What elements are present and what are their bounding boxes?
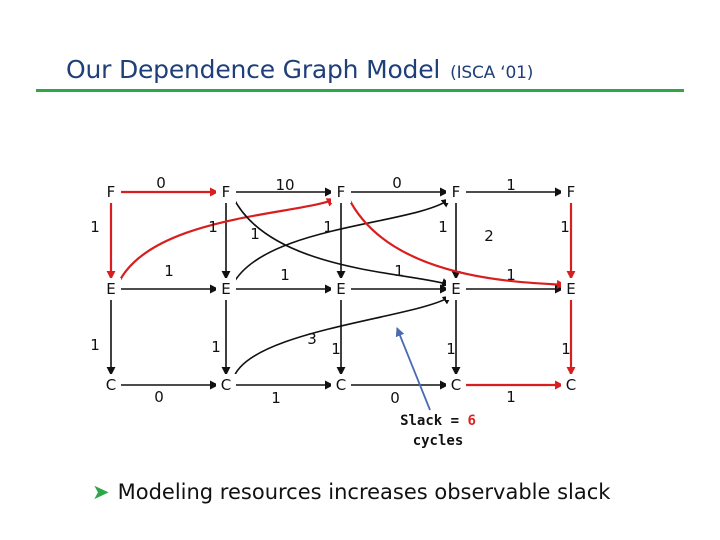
node-f4: F xyxy=(446,181,466,203)
node-c5: C xyxy=(561,374,581,396)
label-cc-1: 0 xyxy=(154,388,164,406)
label-cc-4: 1 xyxy=(506,388,516,406)
c-nodes: C C C C C xyxy=(101,374,581,396)
svg-text:E: E xyxy=(451,280,460,298)
label-fe-3: 1 xyxy=(323,218,333,236)
title-rule xyxy=(36,89,684,92)
title-suffix: (ISCA ‘01) xyxy=(450,63,534,83)
f-nodes: F F F F F xyxy=(101,181,581,203)
label-arc-ce-1: 3 xyxy=(307,330,317,348)
resource-arcs xyxy=(117,196,566,381)
node-e1: E xyxy=(101,278,121,300)
label-ec-1: 1 xyxy=(90,336,100,354)
label-ff-3: 0 xyxy=(392,174,402,192)
svg-text:C: C xyxy=(336,376,346,394)
label-ec-3: 1 xyxy=(331,340,341,358)
label-arc-fe-1: 1 xyxy=(250,225,260,243)
svg-text:E: E xyxy=(221,280,230,298)
label-fe-2: 1 xyxy=(208,218,218,236)
edge-labels: 0 10 0 1 1 1 1 1 1 1 1 1 1 1 1 1 1 1 0 1… xyxy=(90,174,571,407)
slack-prefix: Slack = xyxy=(400,413,468,429)
slack-unit: cycles xyxy=(412,433,464,449)
node-e2: E xyxy=(216,278,236,300)
label-fe-4: 1 xyxy=(438,218,448,236)
bullet-text: Modeling resources increases observable … xyxy=(117,480,611,504)
page-title: Our Dependence Graph Model (ISCA ‘01) xyxy=(66,55,533,84)
slack-annotation: Slack = 6 cycles xyxy=(398,411,478,451)
node-f5: F xyxy=(561,181,581,203)
svg-text:F: F xyxy=(567,183,576,201)
title-main: Our Dependence Graph Model xyxy=(66,55,441,84)
node-c3: C xyxy=(331,374,351,396)
svg-text:C: C xyxy=(106,376,116,394)
node-f3: F xyxy=(331,181,351,203)
label-ec-4: 1 xyxy=(446,340,456,358)
arrow-bullet-icon: ➤ xyxy=(92,480,110,504)
svg-text:C: C xyxy=(221,376,231,394)
svg-text:F: F xyxy=(222,183,231,201)
node-e4: E xyxy=(446,278,466,300)
svg-text:F: F xyxy=(452,183,461,201)
arc-e2-f4 xyxy=(232,198,451,285)
label-ff-2: 10 xyxy=(275,176,294,194)
bullet-point: ➤ Modeling resources increases observable… xyxy=(92,480,610,504)
fe-edges xyxy=(106,202,576,280)
ec-edges xyxy=(106,299,576,376)
slack-line: Slack = 6 xyxy=(398,411,478,431)
label-ee-4: 1 xyxy=(506,266,516,284)
slack-pointer-arrow xyxy=(395,327,431,411)
label-fe-1: 1 xyxy=(90,218,100,236)
node-c4: C xyxy=(446,374,466,396)
svg-text:E: E xyxy=(336,280,345,298)
svg-text:C: C xyxy=(451,376,461,394)
label-ee-3: 1 xyxy=(394,262,404,280)
node-f1: F xyxy=(101,181,121,203)
label-cc-3: 0 xyxy=(390,389,400,407)
e-nodes: E E E E E xyxy=(101,278,581,300)
node-f2: F xyxy=(216,181,236,203)
svg-text:E: E xyxy=(106,280,115,298)
label-ff-1: 0 xyxy=(156,174,166,192)
node-c1: C xyxy=(101,374,121,396)
node-e5: E xyxy=(561,278,581,300)
node-c2: C xyxy=(216,374,236,396)
label-cc-2: 1 xyxy=(271,389,281,407)
label-ff-4: 1 xyxy=(506,176,516,194)
arc-c2-e4 xyxy=(232,295,452,381)
arc-e1-f3 xyxy=(117,197,336,285)
label-ee-2: 1 xyxy=(280,266,290,284)
label-ec-2: 1 xyxy=(211,338,221,356)
node-e3: E xyxy=(331,278,351,300)
label-ee-1: 1 xyxy=(164,262,174,280)
label-arc-fe-2: 2 xyxy=(484,227,494,245)
arc-f3-e5 xyxy=(347,196,566,289)
svg-text:E: E xyxy=(566,280,575,298)
svg-text:C: C xyxy=(566,376,576,394)
svg-text:F: F xyxy=(337,183,346,201)
label-fe-5: 1 xyxy=(560,218,570,236)
label-ec-5: 1 xyxy=(561,340,571,358)
arc-f2-e4 xyxy=(232,196,451,287)
svg-text:F: F xyxy=(107,183,116,201)
slack-value: 6 xyxy=(467,413,476,429)
